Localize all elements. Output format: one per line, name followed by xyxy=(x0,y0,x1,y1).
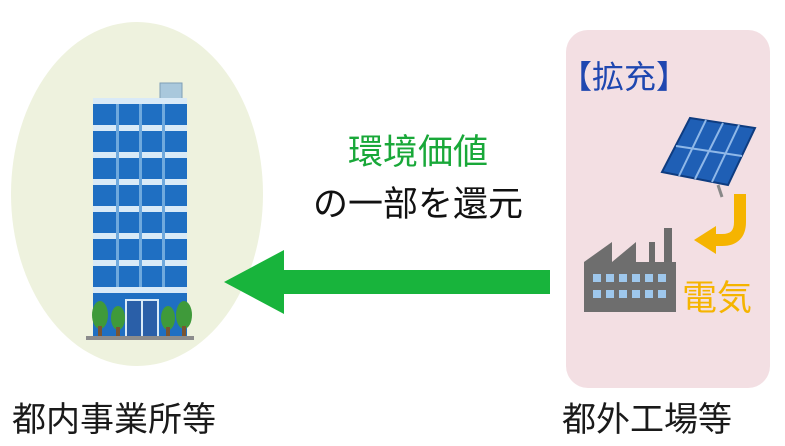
tokyo-office-caption: 都内事業所等 xyxy=(12,400,216,440)
return-flow-arrow xyxy=(224,250,550,314)
flow-label-environmental-value: 環境価値 xyxy=(347,133,488,173)
expansion-badge: 【拡充】 xyxy=(560,58,689,96)
electricity-label: 電気 xyxy=(682,279,753,319)
solar-panel-icon xyxy=(660,116,757,198)
office-building-icon xyxy=(86,82,194,340)
flow-label-partial-return: の一部を還元 xyxy=(312,185,523,225)
factory-icon xyxy=(584,228,676,312)
curved-arrow-icon xyxy=(694,194,746,254)
outside-factory-caption: 都外工場等 xyxy=(562,400,732,440)
tree-icon xyxy=(92,301,192,338)
